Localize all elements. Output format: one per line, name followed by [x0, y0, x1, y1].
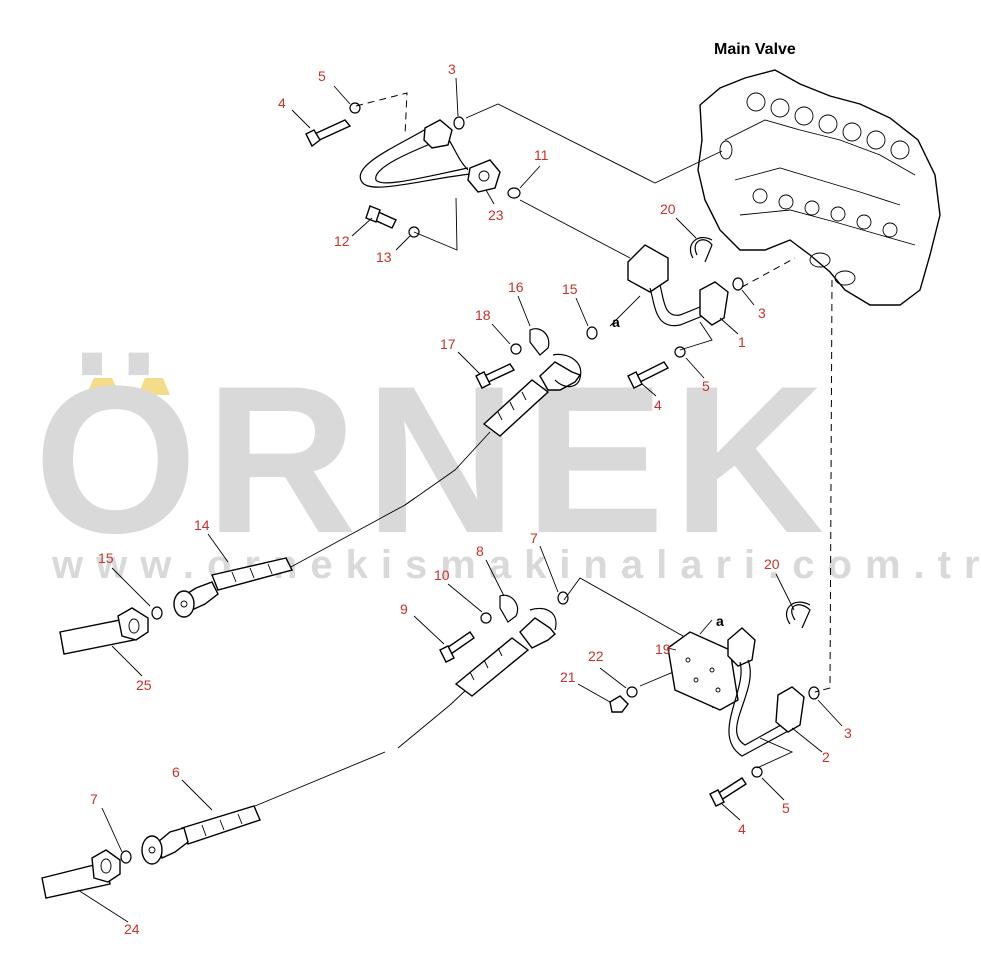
main-valve-body: [697, 69, 941, 306]
part-label: 3: [448, 61, 456, 77]
part-label: 13: [376, 249, 392, 265]
pipe-2: [667, 601, 811, 757]
part-label: 18: [475, 307, 491, 323]
pipe-1: [627, 237, 729, 327]
watermark-text: ÖRNEK: [34, 342, 832, 577]
diagram-title: Main Valve: [714, 41, 796, 58]
label-ticks: [77, 77, 843, 923]
part-label: 4: [278, 95, 286, 111]
part-label: 23: [488, 207, 504, 223]
part-label: 16: [508, 279, 524, 295]
part-label: 8: [476, 543, 484, 559]
part-label: 21: [560, 669, 576, 685]
pipe-stub-24: [41, 849, 121, 899]
hose-14: [173, 353, 582, 618]
part-label: 15: [98, 550, 114, 566]
part-label: 5: [782, 800, 790, 816]
watermark-accent-right: [138, 378, 170, 395]
part-label: 15: [562, 281, 578, 297]
part-label: 2: [822, 749, 830, 765]
fasteners: [120, 102, 820, 864]
pipe-stub-25: [59, 607, 149, 655]
part-label: 14: [194, 517, 210, 533]
part-label: 9: [400, 601, 408, 617]
part-label: 25: [136, 677, 152, 693]
part-label: 11: [534, 147, 549, 163]
part-label: 20: [764, 556, 780, 572]
part-label: 22: [588, 648, 604, 664]
part-label: a: [716, 613, 724, 629]
part-label: 19: [655, 641, 671, 657]
pipe-23: [359, 119, 501, 193]
part-label: 4: [654, 397, 662, 413]
part-label: 1: [738, 334, 746, 350]
part-label: 7: [90, 791, 98, 807]
part-label: 3: [758, 305, 766, 321]
watermark-accent-left: [86, 378, 120, 395]
watermark: ÖRNEK www.ornekismakinalari.com.tr: [34, 342, 981, 587]
part-label: 3: [844, 725, 852, 741]
part-label: 6: [172, 764, 180, 780]
part-labels: 4 5 3 11 12 13 23 20 16 15 18 17 a 1 3 4…: [90, 61, 852, 937]
part-label: 24: [124, 921, 140, 937]
part-label: a: [612, 314, 620, 330]
part-label: 5: [318, 68, 326, 84]
part-label: 7: [530, 530, 538, 546]
part-label: 12: [334, 233, 350, 249]
part-label: 10: [434, 567, 450, 583]
hose-6: [141, 607, 557, 865]
part-label: 17: [440, 336, 456, 352]
part-label: 20: [660, 201, 676, 217]
watermark-url: www.ornekismakinalari.com.tr: [51, 543, 981, 587]
part-label: 5: [702, 378, 710, 394]
part-label: 4: [738, 821, 746, 837]
